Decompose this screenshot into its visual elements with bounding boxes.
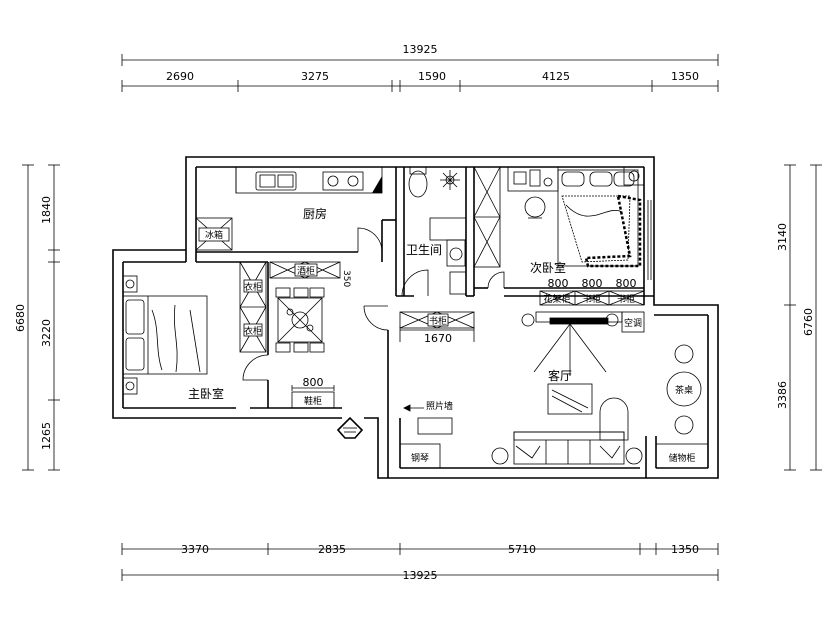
bookcase-label: 书柜 (429, 315, 447, 327)
speaker-icon-right (605, 313, 619, 327)
washbasin-icon (429, 217, 467, 295)
bottom-dim-3: 5710 (508, 543, 536, 556)
shoe-cabinet (291, 385, 335, 409)
master-bed (122, 295, 208, 375)
cabinet-row-width-1: 800 (548, 277, 569, 290)
tea-table-label: 茶桌 (675, 384, 693, 396)
bottom-dim-2: 2835 (318, 543, 346, 556)
piano-label: 钢琴 (411, 452, 429, 464)
fridge (195, 217, 233, 251)
bookcase (399, 311, 475, 329)
storage-cabinet (655, 443, 709, 469)
left-dim-1: 1840 (40, 196, 53, 224)
desk (507, 166, 559, 192)
top-dim-5: 1350 (671, 70, 699, 83)
window-right (647, 200, 652, 280)
shower-icon (440, 170, 460, 190)
wine-cabinet-label: 酒柜 (297, 265, 315, 277)
sink-icon (255, 171, 297, 191)
bottom-dim-4: 1350 (671, 543, 699, 556)
photo-frame (417, 417, 453, 435)
photo-wall-label: 照片墙 (426, 400, 453, 412)
bookcase-width: 1670 (424, 332, 452, 345)
walls (112, 156, 719, 479)
kitchen-counter (235, 166, 383, 194)
right-dimension-lines (784, 164, 822, 471)
right-dim-2: 3386 (776, 381, 789, 409)
wardrobe-label-1: 衣柜 (244, 281, 262, 293)
cabinet-row-label-1: 花架柜 (543, 293, 570, 305)
photo-wall-arrow (403, 404, 424, 412)
wardrobe-label-2: 衣柜 (244, 325, 262, 337)
shoe-cabinet-width: 800 (303, 376, 324, 389)
bathroom-label: 卫生间 (406, 243, 442, 257)
top-dim-4: 4125 (542, 70, 570, 83)
second-bedroom-bed (557, 169, 642, 268)
sofa (513, 431, 625, 465)
right-total-dim: 6760 (802, 308, 815, 336)
cabinet-row-label-3: 书柜 (617, 293, 635, 305)
top-dimension-lines (121, 54, 719, 92)
wardrobe (239, 261, 267, 353)
wine-cabinet-depth: 350 (341, 270, 351, 287)
master-nightstand-bottom (122, 377, 138, 395)
master-bedroom-label: 主卧室 (188, 386, 224, 401)
toilet-icon (408, 166, 428, 198)
top-dim-2: 3275 (301, 70, 329, 83)
speaker-icon (521, 313, 535, 327)
left-dim-3: 1265 (40, 422, 53, 450)
cabinet-row-label-2: 书柜 (583, 293, 601, 305)
ac-unit-label: 空调 (624, 317, 642, 329)
doors (242, 227, 505, 381)
tv-cabinet (533, 311, 623, 376)
left-dimension-lines (22, 164, 60, 471)
side-table-left (491, 447, 509, 465)
second-bedroom-tall-cabinet (473, 166, 501, 268)
top-total-dim: 13925 (403, 43, 438, 56)
armchair (599, 397, 629, 441)
tea-table-group (666, 344, 702, 435)
washing-machine-icon (446, 239, 466, 267)
left-dim-2: 3220 (40, 319, 53, 347)
right-dim-1: 3140 (776, 223, 789, 251)
kitchen-label: 厨房 (303, 206, 327, 221)
stove-icon (322, 171, 364, 191)
side-table-right (625, 447, 643, 465)
storage-cabinet-label: 储物柜 (668, 452, 695, 464)
dining-table (275, 287, 325, 353)
piano (399, 443, 441, 469)
wine-cabinet (269, 261, 341, 279)
cabinet-row-width-2: 800 (582, 277, 603, 290)
cabinet-row (539, 290, 645, 306)
top-dim-1: 2690 (166, 70, 194, 83)
desk-chair (524, 196, 546, 219)
top-dim-3: 1590 (418, 70, 446, 83)
entry-stairs-icon (336, 416, 364, 439)
shoe-cabinet-label: 鞋柜 (304, 395, 322, 407)
bookcase-dim-line (399, 327, 475, 342)
cabinet-row-dims: 800 800 800 (548, 277, 637, 290)
bottom-total-dim: 13925 (403, 569, 438, 582)
master-nightstand-top (122, 275, 138, 293)
bottom-dimension-lines (121, 543, 719, 581)
nightstand (623, 166, 645, 186)
second-bedroom-label: 次卧室 (530, 260, 566, 275)
bottom-dim-1: 3370 (181, 543, 209, 556)
fridge-label: 冰箱 (205, 229, 223, 241)
living-room-label: 客厅 (548, 368, 572, 383)
tv-stand (547, 383, 593, 415)
cabinet-row-width-3: 800 (616, 277, 637, 290)
ac-unit (621, 311, 645, 333)
left-total-dim: 6680 (14, 304, 27, 332)
